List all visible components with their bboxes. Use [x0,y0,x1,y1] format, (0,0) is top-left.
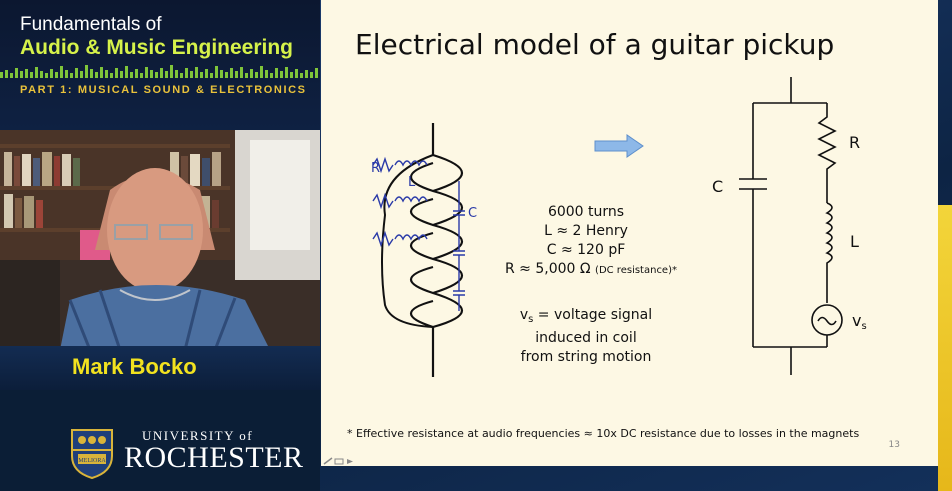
spec-resistance: R ≈ 5,000 Ω (DC resistance)* [471,260,711,280]
gold-edge-decoration [938,205,952,491]
left-panel: Fundamentals of Audio & Music Engineerin… [0,0,320,491]
signal-text: = voltage signal [533,307,653,323]
spec-capacitance: C ≈ 120 pF [546,242,626,258]
pickup-coil-diagram [372,123,465,377]
spec-turns: 6000 turns [547,204,625,220]
course-title-line1: Fundamentals of [20,14,162,35]
slide-page-number: 13 [888,440,900,450]
resistance-note: (DC resistance)* [595,265,677,276]
equivalent-circuit-diagram [739,77,843,375]
course-subtitle: PART 1: MUSICAL SOUND & ELECTRONICS [20,84,307,96]
slideshow-toolbar-icon[interactable] [322,456,362,466]
signal-line-3: from string motion [520,349,652,365]
seal-text: MELIORA [78,458,106,464]
circuit-label-c: C [712,177,724,196]
signal-symbol-sub: s [528,314,534,325]
signal-symbol: v [519,307,529,323]
university-label-big: ROCHESTER [124,441,304,474]
resistance-value: R ≈ 5,000 Ω [505,261,591,277]
signal-line-1: vs = voltage signal [491,306,681,329]
circuit-label-v: v [852,311,862,330]
signal-line-2: induced in coil [535,330,637,346]
university-label-small: UNIVERSITY of [142,428,254,443]
pickup-specs: 6000 turns L ≈ 2 Henry C ≈ 120 pF R ≈ 5,… [491,203,681,280]
speaker-name: Mark Bocko [72,354,197,379]
circuit-label-r: R [849,133,861,152]
course-title-line2: Audio & Music Engineering [20,36,294,59]
circuit-label-vs: vs [852,311,867,332]
circuit-label-l: L [850,232,859,251]
speaker-video [0,130,320,350]
lecture-slide: Electrical model of a guitar pickup [321,0,938,466]
circuit-label-v-sub: s [861,321,867,332]
slide-footnote: * Effective resistance at audio frequenc… [347,427,860,440]
university-seal: MELIORA [71,429,113,480]
equalizer-graphic [0,65,318,78]
spec-inductance: L ≈ 2 Henry [544,223,628,239]
right-arrow-icon [594,134,644,158]
signal-description: vs = voltage signal induced in coil from… [491,306,681,367]
coil-label-l: L [408,175,416,190]
coil-label-r: R [371,161,381,176]
course-header: Fundamentals of Audio & Music Engineerin… [0,0,320,130]
speaker-caption-bar [0,346,320,390]
slide-title: Electrical model of a guitar pickup [355,28,835,61]
coil-label-c: C [468,206,478,221]
